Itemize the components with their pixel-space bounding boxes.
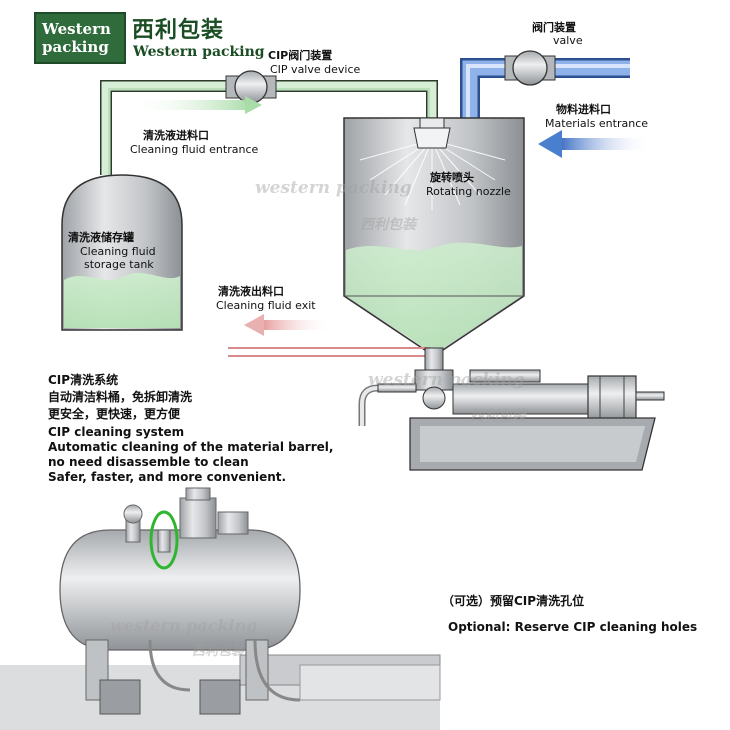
cleaning-entrance-label-en: Cleaning fluid entrance (130, 143, 259, 156)
cip-system-cn: CIP清洗系统 自动清洁料桶，免拆卸清洗 更安全，更快速，更方便 (48, 372, 192, 423)
logo-name-cn: 西利包装 (132, 17, 225, 43)
exit-label-en: Cleaning fluid exit (216, 299, 316, 312)
cleaning-fluid-exit-arrow (244, 314, 332, 336)
cip-system-en: CIP cleaning system Automatic cleaning o… (48, 425, 333, 485)
materials-entrance-label-en: Materials entrance (545, 117, 649, 130)
exit-label-cn: 清洗液出料口 (218, 285, 284, 298)
valve-label-en: valve (553, 34, 583, 47)
tank-label-en-1: Cleaning fluid (80, 245, 156, 258)
cip-line1-cn: 自动清洁料桶，免拆卸清洗 (48, 390, 193, 404)
materials-entrance-arrow (538, 130, 650, 158)
horizontal-tank-photo (0, 487, 441, 730)
cip-line2-cn: 更安全，更快速，更方便 (48, 407, 181, 421)
logo-name-en: Western packing (133, 44, 265, 60)
watermark-cn-mid: 西利包装 (470, 408, 526, 424)
cleaning-entrance-label-cn: 清洗液进料口 (143, 129, 209, 142)
nozzle-label-cn: 旋转喷头 (430, 171, 474, 184)
cip-hole-highlight (149, 510, 179, 570)
tank-label-cn: 清洗液储存罐 (68, 231, 134, 244)
logo-box-line1: Western (42, 20, 111, 38)
optional-note-cn: （可选）预留CIP清洗孔位 (442, 594, 585, 608)
valve-label-cn: 阀门装置 (532, 21, 576, 34)
cip-line1-en: Automatic cleaning of the material barre… (48, 440, 334, 454)
watermark-en-mid: western packing (368, 370, 525, 390)
cip-line3-en: Safer, faster, and more convenient. (48, 470, 287, 484)
cip-line2-en: no need disassemble to clean (48, 455, 249, 469)
logo-box-line2: packing (42, 38, 109, 56)
cip-title-cn: CIP清洗系统 (48, 373, 119, 387)
cip-title-en: CIP cleaning system (48, 425, 185, 439)
tank-label-en-2: storage tank (84, 258, 154, 271)
nozzle-label-en: Rotating nozzle (426, 185, 511, 198)
materials-entrance-label-cn: 物料进料口 (556, 103, 611, 116)
cip-valve-icon (225, 70, 277, 104)
filling-machine (358, 347, 665, 471)
watermark-cn-bottom: 西利包装 (192, 644, 245, 659)
material-pipe (460, 58, 630, 118)
cip-valve-label-cn: CIP阀门装置 (268, 49, 333, 62)
logo-box: Western packing (34, 12, 126, 64)
rotating-nozzle-icon (359, 117, 506, 210)
watermark-en-bottom: western packing (110, 616, 258, 635)
cleaning-fluid-entrance-arrow (130, 96, 262, 114)
cip-valve-label-en: CIP valve device (270, 63, 361, 76)
material-valve-icon (504, 50, 556, 86)
watermark-cn-top: 西利包装 (360, 217, 416, 233)
storage-tank (61, 174, 183, 331)
watermark-en-top: western packing (255, 178, 412, 198)
optional-note-en: Optional: Reserve CIP cleaning holes (448, 620, 698, 634)
exit-pipe-lines (228, 347, 430, 357)
hopper (343, 117, 525, 351)
